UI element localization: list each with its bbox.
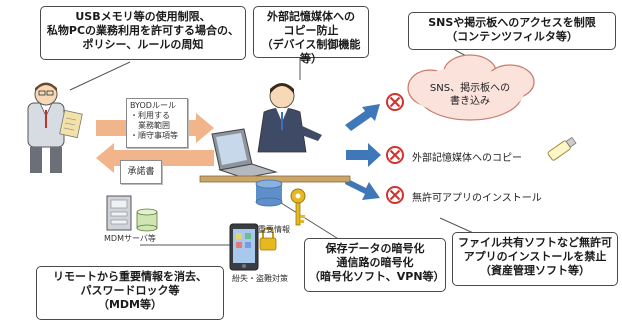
callout-line: （デバイス制御機能等） xyxy=(261,38,361,65)
blue-arrow-sns xyxy=(345,104,380,131)
cloud-text: SNS、掲示板への 書き込み xyxy=(420,82,520,108)
lock-icon xyxy=(259,227,277,251)
callout-line: （MDM等） xyxy=(97,298,163,311)
byod-rule-document: BYODルール ・利用する 業務範囲 ・順守事項等 xyxy=(126,98,188,148)
callout-line: （コンテンツフィルタ等） xyxy=(446,30,578,43)
callout-line: 私物PCの業務利用を許可する場合の、 xyxy=(46,24,240,37)
callout-line: ファイル共有ソフトなど無許可 xyxy=(458,236,612,249)
threat-label-external-copy: 外部記憶媒体へのコピー xyxy=(412,153,522,164)
key-icon xyxy=(290,188,306,226)
threat-label-unauthorized-app: 無許可アプリのインストール xyxy=(412,193,542,204)
callout-app-block: ファイル共有ソフトなど無許可 アプリのインストールを禁止 （資産管理ソフト等） xyxy=(452,232,618,286)
consent-document: 承諾書 xyxy=(120,160,162,184)
callout-line: USBメモリ等の使用制限、 xyxy=(75,10,211,23)
byod-doc-title: BYODルール xyxy=(130,101,176,110)
callout-copy-prevention: 外部記憶媒体への コピー防止 （デバイス制御機能等） xyxy=(253,6,369,65)
prohibit-icon xyxy=(386,146,404,164)
connector-line xyxy=(69,61,131,91)
employee-person-icon xyxy=(257,83,322,153)
loss-theft-label: 紛失・盗難対策 xyxy=(232,274,288,283)
callout-sns-restrict: SNSや掲示板へのアクセスを制限 （コンテンツフィルタ等） xyxy=(408,12,616,50)
callout-line: 通信路の暗号化 xyxy=(336,256,414,269)
prohibit-icon xyxy=(386,186,404,204)
byod-doc-item: ・順守事項等 xyxy=(130,131,178,140)
server-icon xyxy=(106,195,132,231)
cloud-text-line: SNS、掲示板への xyxy=(429,83,511,94)
important-info-label: 重要情報 xyxy=(258,225,290,234)
byod-doc-item: 業務範囲 xyxy=(130,121,170,130)
cloud-text-line: 書き込み xyxy=(450,96,490,107)
prohibit-icon xyxy=(386,93,404,111)
byod-doc-item: ・利用する xyxy=(130,111,170,120)
callout-usb-policy: USBメモリ等の使用制限、 私物PCの業務利用を許可する場合の、 ポリシー、ルー… xyxy=(40,6,246,60)
callout-encryption: 保存データの暗号化 通信路の暗号化 （暗号化ソフト、VPN等） xyxy=(304,238,446,292)
database-icon xyxy=(255,179,283,207)
consent-doc-label: 承諾書 xyxy=(127,167,155,177)
blue-arrow-copy xyxy=(346,143,381,167)
mdm-server-label: MDMサーバ等 xyxy=(104,234,156,243)
callout-line: リモートから重要情報を消去、 xyxy=(53,270,207,283)
callout-line: コピー防止 xyxy=(283,24,339,37)
storage-cylinder-icon xyxy=(136,208,158,232)
callout-line: ポリシー、ルールの周知 xyxy=(82,38,204,51)
callout-line: （資産管理ソフト等） xyxy=(480,264,590,277)
callout-line: 保存データの暗号化 xyxy=(325,242,425,255)
manager-person-icon xyxy=(27,82,83,173)
smartphone-icon xyxy=(229,223,259,271)
callout-line: 外部記憶媒体への xyxy=(267,10,355,23)
laptop-icon xyxy=(211,128,278,179)
callout-line: アプリのインストールを禁止 xyxy=(463,250,607,263)
callout-line: （暗号化ソフト、VPN等） xyxy=(309,270,445,283)
sns-cloud xyxy=(407,54,535,121)
callout-line: SNSや掲示板へのアクセスを制限 xyxy=(428,16,596,29)
callout-line: パスワードロック等 xyxy=(80,284,180,297)
callout-remote-wipe: リモートから重要情報を消去、 パスワードロック等 （MDM等） xyxy=(36,266,224,320)
usb-stick-icon xyxy=(547,136,577,161)
blue-arrow-app xyxy=(345,178,380,200)
